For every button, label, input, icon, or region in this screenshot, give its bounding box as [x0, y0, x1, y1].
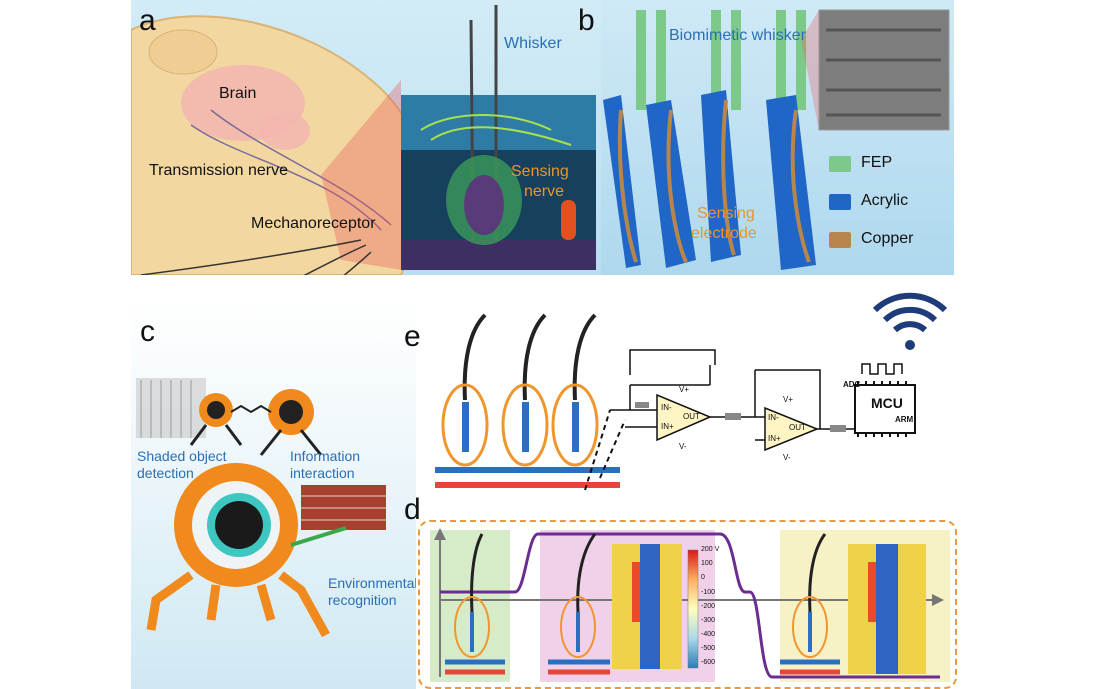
opamp1-v-plus: V+	[679, 385, 690, 394]
opamp2-out: OUT	[789, 423, 806, 432]
panel-a-letter: a	[139, 4, 156, 37]
whisker-label: Whisker	[504, 35, 562, 52]
opamp2-v-minus: V-	[783, 453, 791, 462]
copper-label: Copper	[861, 230, 914, 247]
shaded-object-label-line1: Shaded object	[137, 448, 227, 464]
opamp2-v-plus: V+	[783, 395, 794, 404]
colorbar-tick: 0	[701, 574, 705, 581]
acrylic-swatch	[829, 194, 851, 210]
colorbar-tick: 200 V	[701, 546, 720, 553]
colorbar-tick: -100	[701, 589, 716, 596]
panel-a: Brain Transmission nerve Mechanoreceptor…	[131, 0, 602, 275]
copper-swatch	[829, 232, 851, 248]
opamp2-in-plus: IN+	[768, 434, 781, 443]
mcu-label: MCU	[871, 395, 903, 411]
mechanoreceptor-label: Mechanoreceptor	[251, 215, 376, 232]
panel-b-letter: b	[578, 4, 595, 37]
sensing-electrode-label-line1: Sensing	[697, 205, 755, 222]
arm-label: ARM	[895, 415, 914, 424]
sensing-electrode-label-line2: electrode	[691, 225, 757, 242]
opamp2-in-minus: IN-	[768, 413, 779, 422]
panel-c: Shaded object detection Information inte…	[131, 300, 416, 689]
shaded-object-label-line2: detection	[137, 465, 194, 481]
panel-e-letter: e	[404, 320, 421, 353]
opamp1-in-plus: IN+	[661, 422, 674, 431]
signal-timeline	[430, 528, 950, 682]
information-interaction-label-line1: Information	[290, 448, 361, 464]
fep-swatch	[829, 156, 851, 172]
panel-e: IN- IN+ OUT V+ V- IN- IN+ OUT V+ V- ADC …	[425, 290, 965, 495]
sensing-nerve-label-line1: Sensing	[511, 163, 569, 180]
sensing-nerve-label-line2: nerve	[524, 183, 565, 200]
fep-label: FEP	[861, 154, 893, 171]
biomimetic-whisker-array	[603, 9, 950, 270]
opamp1-v-minus: V-	[679, 442, 687, 451]
colorbar-tick: -500	[701, 645, 716, 652]
opamp1-out: OUT	[683, 412, 700, 421]
transmission-nerve-label: Transmission nerve	[149, 162, 289, 179]
environmental-recognition-label-line1: Environmental	[328, 575, 416, 591]
panel-d-letter: d	[404, 493, 421, 526]
colorbar-tick: -400	[701, 631, 716, 638]
acrylic-label: Acrylic	[861, 192, 909, 209]
panel-d: 200 V 100 0 -100 -200 -300 -400 -500 -60…	[418, 520, 957, 689]
biomimetic-whisker-label: Biomimetic whisker	[669, 27, 806, 44]
environmental-recognition-label-line2: recognition	[328, 592, 397, 608]
adc-label: ADC	[843, 380, 861, 389]
rat-illustration	[131, 5, 596, 275]
colorbar-tick: -300	[701, 617, 716, 624]
colorbar-tick: -600	[701, 659, 716, 666]
robot-illustration	[136, 378, 386, 638]
information-interaction-label-line2: interaction	[290, 465, 355, 481]
colorbar-tick: -200	[701, 603, 716, 610]
brain-label: Brain	[219, 85, 257, 102]
opamp1-in-minus: IN-	[661, 403, 672, 412]
circuit-diagram	[435, 292, 948, 491]
panel-c-letter: c	[140, 315, 155, 348]
panel-b: Biomimetic whisker Sensing electrode FEP…	[601, 0, 954, 275]
colorbar-tick: 100	[701, 560, 713, 567]
